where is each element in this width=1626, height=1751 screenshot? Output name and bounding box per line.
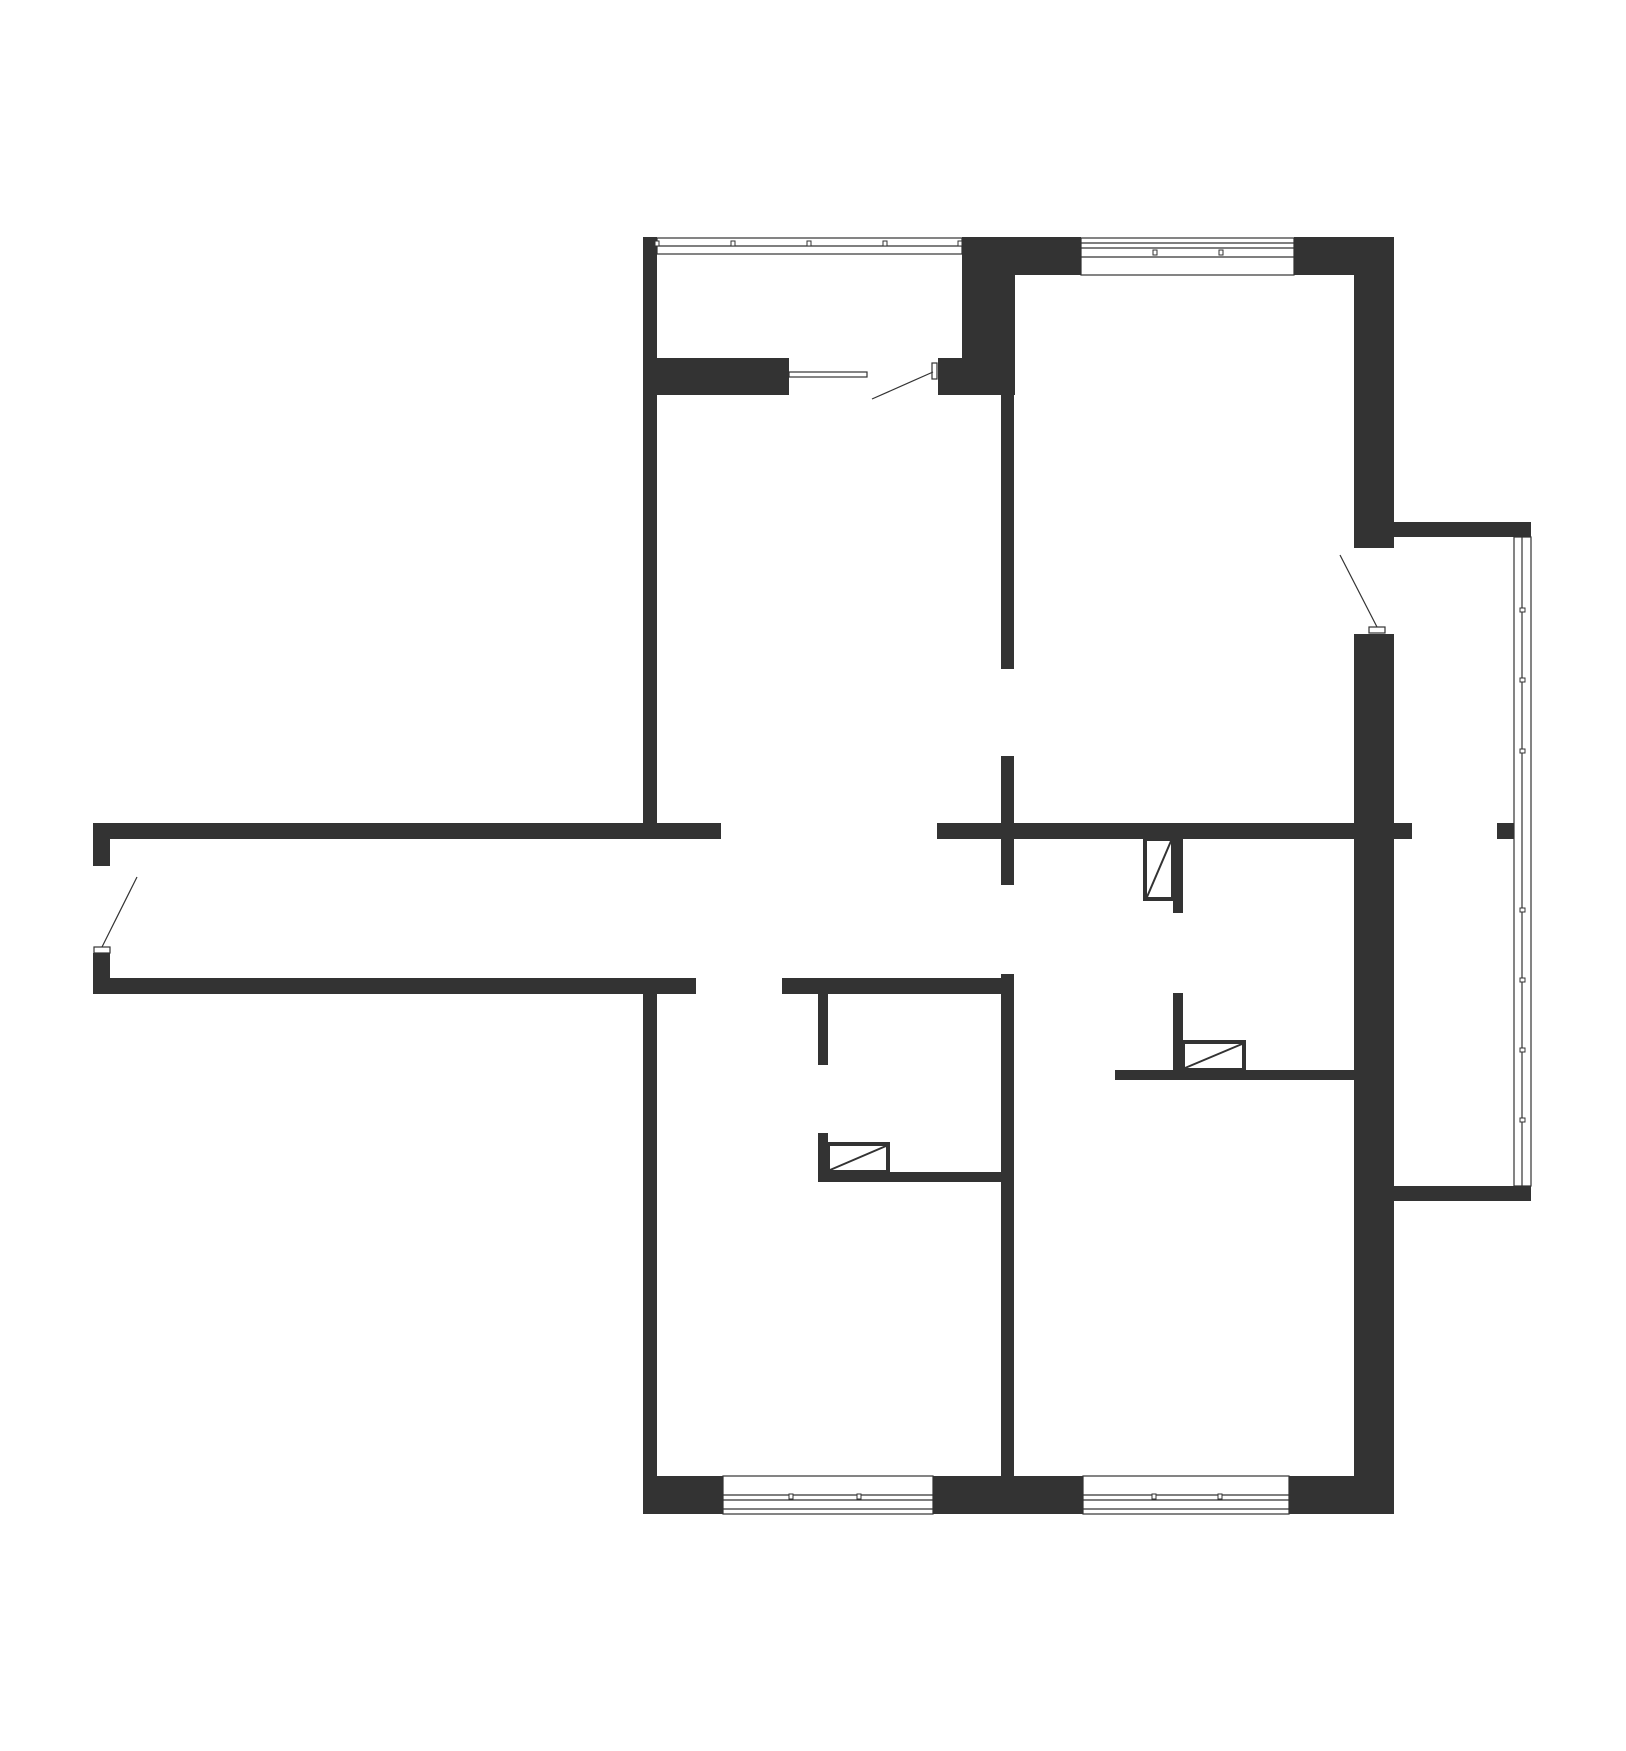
niches	[826, 837, 1246, 1174]
wall-closet-post	[818, 1133, 828, 1182]
window-top-right	[1080, 237, 1295, 276]
wall-bottom-left-pier	[643, 1476, 723, 1514]
wall-corridor-top-right	[937, 823, 1412, 839]
door-balcony	[1339, 554, 1386, 634]
wall-entry-jamb-top	[93, 823, 110, 866]
wall-bottom-middle-pier	[933, 1476, 1083, 1514]
door-closet-top	[788, 362, 938, 400]
wall-right-lower	[1354, 634, 1394, 1514]
wall-closet-base	[818, 1172, 1003, 1182]
wall-lower-left-outer	[643, 994, 657, 1514]
wall-wardrobe-post-lower	[1173, 993, 1183, 1071]
wall-corridor-top-left	[93, 823, 721, 839]
doors	[93, 362, 1386, 954]
wall-closet-jamb	[938, 358, 948, 378]
wall-balcony-top	[1394, 522, 1531, 537]
wall-balcony-bottom	[1394, 1186, 1531, 1201]
window-bottom-right	[1082, 1475, 1290, 1515]
wall-wardrobe-post-upper	[1173, 839, 1183, 913]
walls	[93, 237, 1531, 1514]
niche-closet-lower-left	[826, 1142, 890, 1174]
window-top-left	[654, 237, 963, 255]
wall-closet-short	[818, 994, 828, 1065]
wall-bottom-right-pier	[1289, 1476, 1394, 1514]
wall-corridor-bottom-right	[782, 978, 1003, 994]
wall-lower-central	[1001, 974, 1014, 1476]
window-bottom-left	[722, 1475, 934, 1515]
door-entry	[93, 876, 138, 954]
wall-corridor-bottom-left	[93, 978, 696, 994]
wall-closet-partition-left	[657, 358, 789, 395]
wall-entry-jamb-bottom	[93, 953, 110, 994]
window-balcony	[1513, 536, 1532, 1187]
wall-central-upper	[1001, 395, 1014, 669]
wall-upper-left-outer	[643, 237, 657, 827]
wall-right-upper	[1354, 237, 1394, 548]
niche-wardrobe-lower	[1181, 1040, 1246, 1072]
wall-central-mid	[1001, 756, 1014, 885]
wall-top-left-pier-column	[962, 237, 1015, 395]
niche-wardrobe-upper	[1143, 837, 1175, 901]
wall-room-divider	[1115, 1070, 1354, 1080]
windows	[654, 237, 1532, 1515]
